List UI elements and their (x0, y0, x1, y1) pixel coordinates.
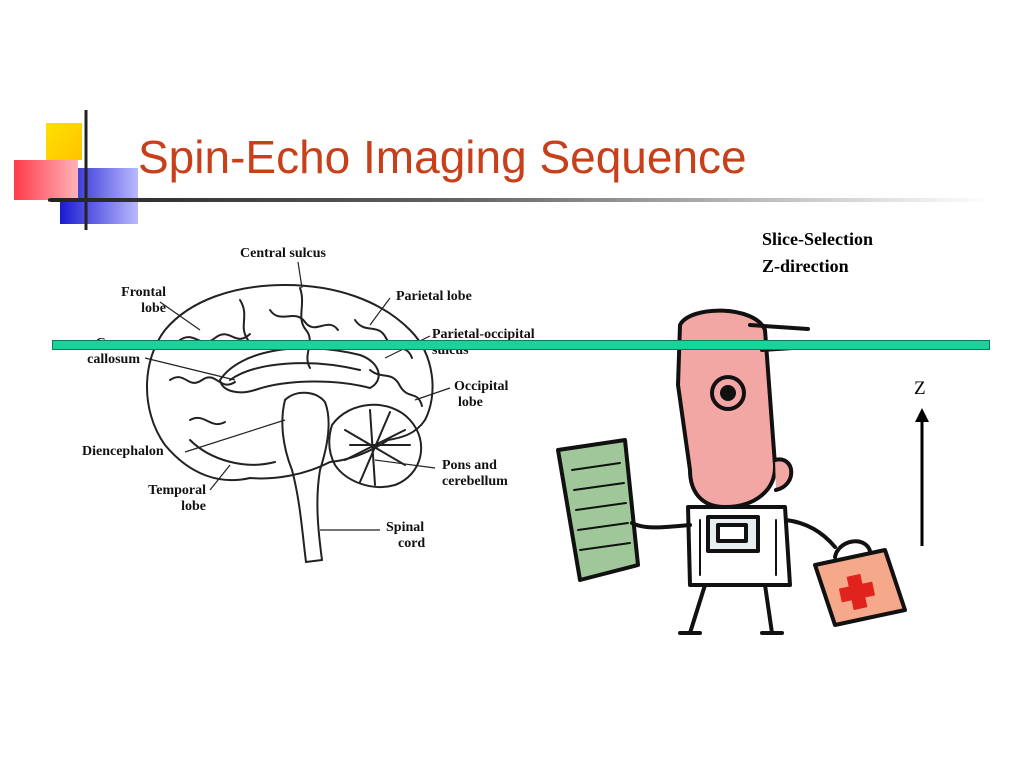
slide-title: Spin-Echo Imaging Sequence (138, 131, 747, 183)
title-underline (50, 198, 990, 202)
label-frontal-lobe: Frontal lobe (121, 285, 166, 316)
label-temporal-lobe: Temporal lobe (148, 483, 206, 514)
label-parietal-lobe: Parietal lobe (396, 289, 472, 304)
label-occipital-lobe: Occipital lobe (454, 379, 509, 410)
brain-illustration (144, 261, 451, 563)
label-spinal-cord: Spinal cord (386, 520, 426, 551)
z-axis-arrow-icon (915, 408, 929, 546)
doctor-cartoon-illustration (556, 308, 907, 635)
slice-plane-bar (52, 340, 990, 350)
decorative-squares (14, 110, 140, 230)
label-diencephalon: Diencephalon (82, 444, 164, 459)
z-axis-label: Z (914, 378, 926, 399)
slice-selection-annotation: Slice-Selection Z-direction (762, 229, 873, 276)
label-central-sulcus: Central sulcus (240, 246, 326, 261)
label-pons-cerebellum: Pons and cerebellum (442, 458, 508, 489)
